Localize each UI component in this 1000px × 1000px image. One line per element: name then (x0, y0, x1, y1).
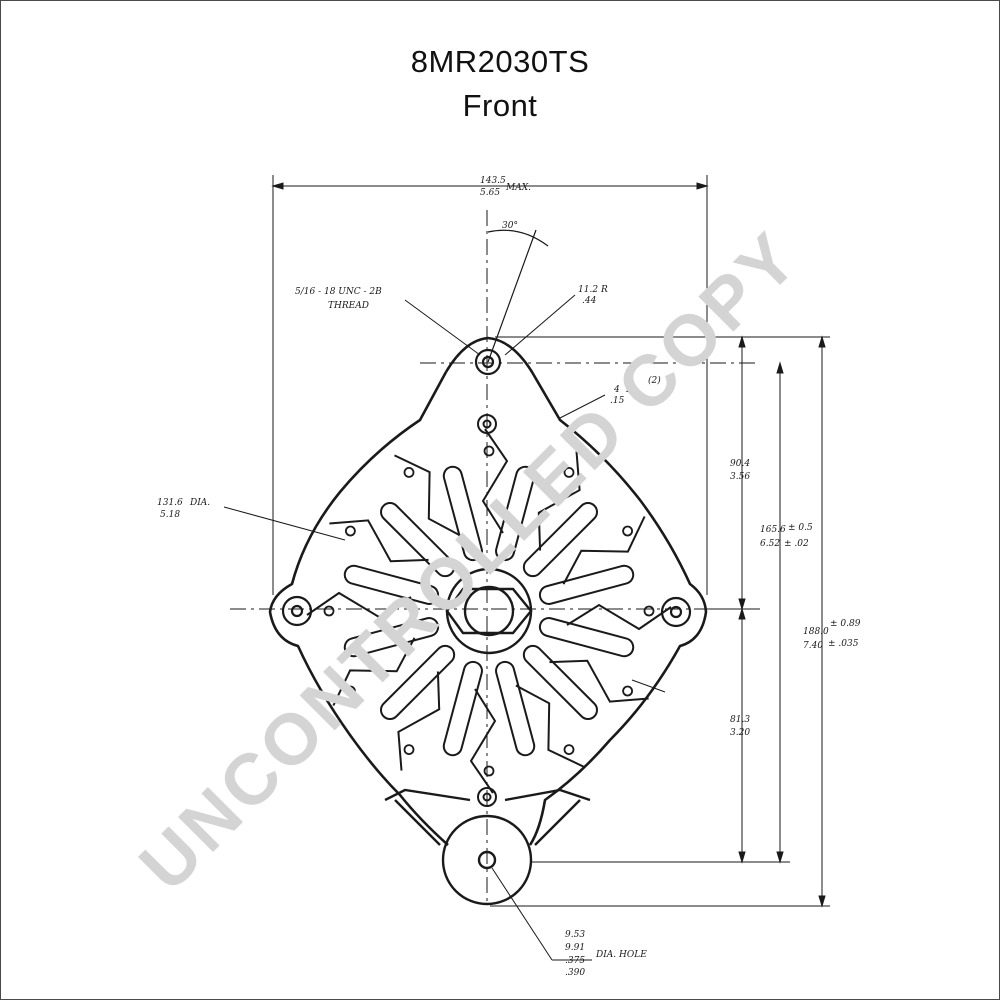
top-radius-leader (504, 294, 576, 356)
corner-radius-suffix-label: R. (625, 385, 636, 395)
lower-height-mm-label: 81.3 (730, 715, 750, 725)
fin-outline (306, 591, 412, 619)
cooling-slot (522, 502, 598, 578)
fin-outline (515, 684, 584, 768)
fin-drain-mark (344, 525, 356, 537)
cooling-slot (495, 465, 536, 562)
fin-drain-mark (403, 466, 415, 478)
hole-span-in-tol-label: ± .02 (784, 539, 809, 549)
angle-label: 30° (502, 221, 518, 231)
fin-outline (537, 451, 581, 551)
pivot-hole-leader (491, 867, 592, 961)
thread-word-label: THREAD (328, 301, 369, 311)
fin-outline (549, 659, 649, 703)
overall-height-in-label: 7.40 (803, 641, 823, 651)
overall-height-mm-label: 188.0 (803, 627, 829, 637)
hole-dia-4-label: .390 (565, 968, 585, 978)
fin-outline (332, 637, 416, 706)
upper-height-in-label: 3.56 (730, 472, 750, 482)
view-title: Front (462, 88, 538, 123)
fin-drain-mark (403, 744, 415, 755)
width-suffix-label: MAX. (505, 183, 531, 193)
body-dia-leader (223, 506, 666, 693)
angle-indicator (487, 229, 549, 363)
cooling-slot (522, 644, 598, 720)
fin-drain-mark (344, 685, 356, 697)
upper-height-mm-label: 90.4 (730, 459, 750, 469)
right-mounting-lug (660, 596, 692, 628)
width-in-label: 5.65 (480, 188, 500, 198)
corner-radius-note-label: (2) (648, 375, 661, 386)
cooling-slot (380, 644, 456, 720)
corner-radius-in-label: .15 (610, 396, 625, 406)
fin-outline (562, 516, 646, 585)
cooling-slot (343, 564, 440, 605)
fin-outline (394, 454, 463, 538)
model-title: 8MR2030TS (410, 44, 590, 79)
fin-drain-mark (563, 466, 575, 478)
housing-outline (268, 336, 708, 846)
overall-height-in-tol-label: ± .035 (828, 639, 859, 649)
hole-dia-1-label: 9.53 (565, 930, 585, 940)
cooling-slot (538, 564, 635, 605)
top-radius-suffix-label: R (600, 285, 608, 295)
cooling-slot (442, 660, 483, 757)
fin-drain-mark (622, 685, 633, 697)
left-mounting-lug (281, 595, 313, 627)
top-radius-in-label: .44 (582, 296, 597, 306)
cooling-fins (306, 428, 672, 794)
lower-height-in-label: 3.20 (730, 728, 750, 738)
thread-spec-label: 5/16 - 18 UNC - 2B (295, 287, 382, 297)
hole-span-mm-tol-label: ± 0.5 (788, 523, 813, 533)
overall-height-mm-tol-label: ± 0.89 (830, 619, 861, 629)
fin-drain-mark (483, 445, 495, 457)
fin-drain-mark (323, 605, 335, 617)
top-radius-mm-label: 11.2 (578, 285, 598, 295)
fin-outline (566, 603, 672, 631)
fin-drain-mark (483, 765, 495, 777)
hole-dia-suffix-label: DIA. HOLE (595, 950, 647, 960)
corner-radius-mm-label: 4 (613, 385, 620, 395)
body-dia-mm-label: 131.6 (157, 498, 183, 508)
uncontrolled-copy-watermark: UNCONTROLLED COPY (125, 216, 815, 906)
fin-drain-mark (643, 605, 655, 617)
cooling-slot (442, 465, 483, 562)
cooling-slot (380, 502, 456, 578)
cooling-slot (538, 617, 635, 658)
width-dimension (271, 175, 709, 595)
thread-leader (404, 299, 481, 356)
hole-span-in-label: 6.52 (760, 539, 780, 549)
fin-outline (469, 688, 497, 794)
width-mm-label: 143.5 (480, 176, 506, 186)
housing-screw-holes (477, 414, 497, 807)
hole-dia-3-label: .375 (565, 956, 585, 966)
cooling-slot (495, 660, 536, 757)
cooling-slot (343, 617, 440, 658)
corner-radius-leader (559, 394, 606, 419)
vertical-dimensions (490, 335, 830, 908)
fin-outline (397, 671, 441, 771)
fin-drain-mark (563, 744, 575, 755)
body-dia-suffix-label: DIA. (189, 498, 210, 508)
bottom-pivot-boss (384, 788, 591, 906)
pulley-hub (445, 567, 533, 655)
top-mounting-lug (474, 348, 502, 376)
hole-dia-2-label: 9.91 (565, 943, 585, 953)
fin-outline (481, 428, 509, 534)
fin-drain-mark (622, 525, 633, 537)
body-dia-in-label: 5.18 (160, 510, 180, 520)
hole-span-mm-label: 165.6 (760, 525, 786, 535)
fin-outline (329, 519, 429, 563)
